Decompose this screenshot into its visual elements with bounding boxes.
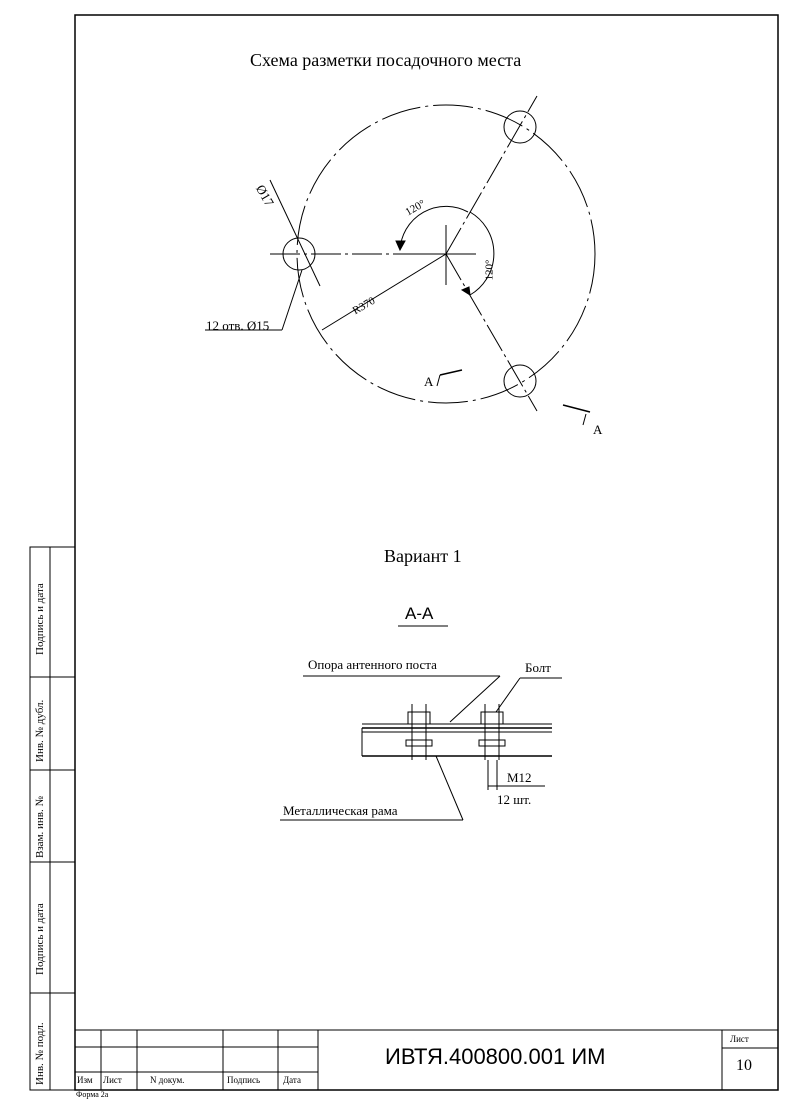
col-izm: Изм: [77, 1075, 93, 1085]
document-number: ИВТЯ.400800.001 ИМ: [385, 1044, 606, 1069]
section-mark-right: А: [593, 422, 603, 437]
section-title: А-А: [405, 604, 434, 623]
side-sign-date-1: Подпись и дата: [34, 583, 46, 655]
side-sign-date-2: Подпись и дата: [34, 903, 46, 975]
bolt-size: M12: [507, 770, 532, 785]
sheet-label: Лист: [730, 1034, 749, 1044]
col-list: Лист: [103, 1075, 122, 1085]
title-block-grid: [75, 1029, 778, 1090]
frame-label: Металлическая рама: [283, 803, 398, 818]
form-label: Форма 2а: [76, 1090, 109, 1099]
col-data: Дата: [283, 1075, 301, 1085]
holes-label: 12 отв. Ø15: [206, 318, 270, 333]
bolt-label: Болт: [525, 660, 551, 675]
angle-label-2: 120°: [483, 259, 496, 281]
col-ndokum: N докум.: [150, 1075, 185, 1085]
sheet-number: 10: [736, 1057, 752, 1074]
side-inv-podl: Инв. № подл.: [34, 1022, 46, 1085]
col-podpis: Подпись: [227, 1075, 261, 1085]
side-stamp-grid: [29, 546, 76, 1091]
side-vzam-inv: Взам. инв. №: [34, 796, 46, 858]
section-view: [280, 625, 562, 821]
variant-label: Вариант 1: [384, 546, 462, 566]
support-label: Опора антенного поста: [308, 657, 437, 672]
drawing-title: Схема разметки посадочного места: [250, 50, 522, 70]
bolt-count: 12 шт.: [497, 792, 532, 807]
side-inv-dubl: Инв. № дубл.: [34, 699, 46, 762]
marking-scheme: [205, 95, 596, 426]
section-mark-left: А: [424, 374, 434, 389]
